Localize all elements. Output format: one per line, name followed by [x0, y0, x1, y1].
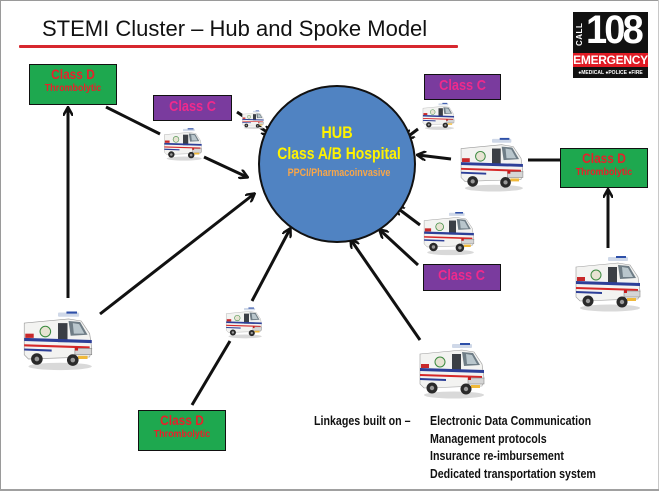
ambulance-icon	[572, 253, 644, 313]
linkage-item: Insurance re-imbursement	[430, 448, 564, 463]
class-d-subtitle: Thrombolytic	[153, 428, 211, 440]
hub-hospital-circle: HUB Class A/B Hospital PPCI/Pharmacoinva…	[258, 85, 416, 243]
hub-title: HUB	[321, 123, 353, 142]
class-c-box-mid-right: Class C	[423, 264, 501, 291]
slide-border-bottom	[0, 489, 659, 491]
logo-emergency-banner: EMERGENCY	[573, 53, 648, 67]
ambulance-icon	[421, 101, 456, 131]
ambulance-icon	[241, 109, 265, 130]
hub-class-label: Class A/B Hospital	[277, 144, 401, 163]
linkage-item: Dedicated transportation system	[430, 465, 596, 481]
slide-title: STEMI Cluster – Hub and Spoke Model	[42, 16, 428, 41]
class-c-box-top-left: Class C	[153, 95, 232, 121]
class-c-title: Class C	[439, 77, 486, 94]
arrow-right-ambulance-to-hub	[418, 155, 452, 159]
linkages-label: Linkages built on –	[314, 413, 411, 428]
arrow-class-c-mid-right-to-hub	[380, 230, 420, 267]
ambulance-icon	[456, 135, 528, 193]
linkages-list: Electronic Data Communication Management…	[430, 412, 596, 482]
ambulance-icon	[416, 340, 488, 400]
ambulance-icon	[162, 126, 204, 162]
class-c-title: Class C	[169, 98, 216, 115]
arrow-left-ambulance-to-hub	[99, 194, 254, 316]
class-d-subtitle: Thrombolytic	[575, 166, 633, 178]
class-d-title: Class D	[160, 412, 204, 428]
ambulance-icon	[224, 305, 264, 340]
class-d-box-bottom: Class D Thrombolytic	[138, 410, 226, 451]
class-d-box-right: Class D Thrombolytic	[560, 148, 648, 188]
arrow-bottom-ambulance-to-hub	[250, 229, 290, 302]
class-c-title: Class C	[438, 267, 486, 284]
linkage-item: Electronic Data Communication	[430, 413, 592, 428]
call-108-emergency-logo: CALL 108 EMERGENCY ●MEDICAL ●POLICE ●FIR…	[573, 8, 648, 78]
logo-services: ●MEDICAL ●POLICE ●FIRE	[578, 70, 643, 76]
hub-treatment-label: PPCI/Pharmacoinvasive	[287, 167, 391, 179]
ambulance-icon	[421, 209, 477, 257]
class-d-title: Class D	[51, 66, 95, 82]
connector-class-d-to-ambulance	[105, 105, 161, 136]
logo-number: 108	[586, 8, 644, 52]
class-d-subtitle: Thrombolytic	[44, 82, 102, 94]
linkage-item: Management protocols	[430, 430, 547, 446]
ambulance-icon	[20, 308, 96, 372]
title-underline	[19, 45, 458, 48]
class-d-title: Class D	[582, 150, 626, 166]
class-d-box-top-left: Class D Thrombolytic	[29, 64, 117, 105]
class-c-box-top-right: Class C	[424, 74, 501, 100]
arrow-bottom-right-ambulance-to-hub	[351, 240, 422, 341]
connector-class-d-bottom-to-ambulance	[190, 340, 232, 406]
arrow-ambulance-to-hub-left	[203, 155, 247, 177]
